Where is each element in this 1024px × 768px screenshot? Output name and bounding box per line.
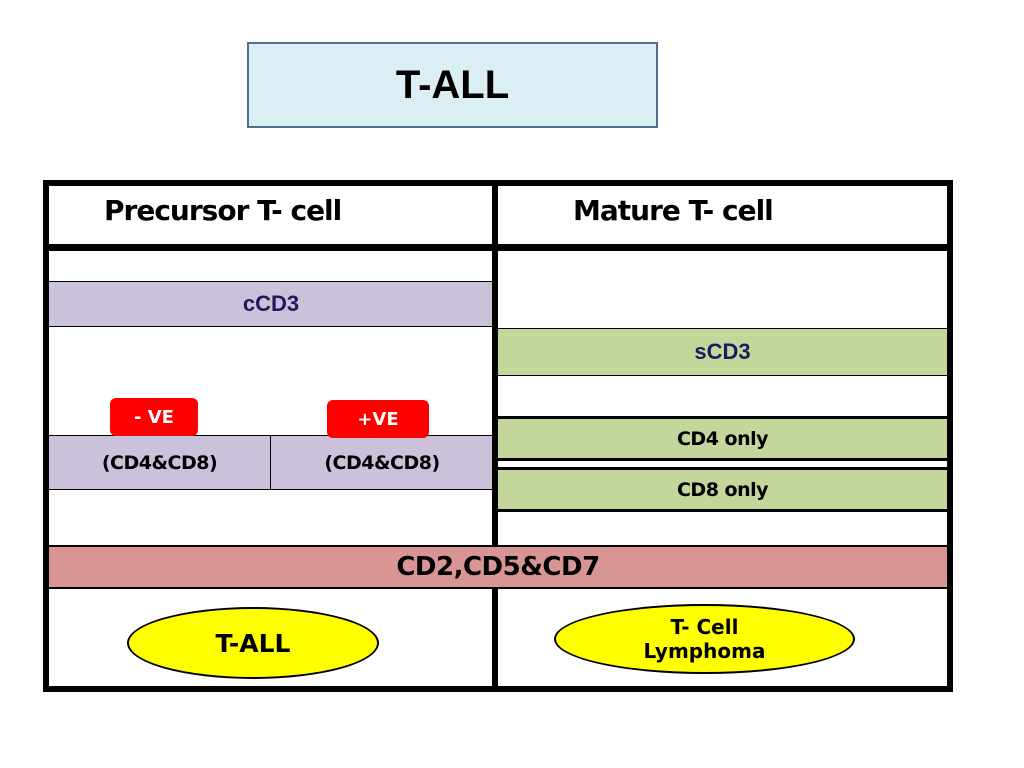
outcome-lymphoma-line1: T- Cell bbox=[670, 615, 739, 639]
outcome-t-all: T-ALL bbox=[127, 607, 379, 679]
column-divider-bottom bbox=[492, 589, 498, 692]
outcome-lymphoma-line2: Lymphoma bbox=[643, 639, 766, 663]
ccd3-band: cCD3 bbox=[49, 281, 493, 327]
cd8-only-band: CD8 only bbox=[498, 467, 947, 512]
positive-badge: +VE bbox=[327, 400, 429, 438]
classification-table-frame bbox=[43, 180, 953, 692]
cd4-cd8-positive-cell: (CD4&CD8) bbox=[271, 435, 493, 490]
outcome-t-cell-lymphoma: T- Cell Lymphoma bbox=[554, 604, 855, 674]
cd4-cd8-negative-cell: (CD4&CD8) bbox=[49, 435, 271, 490]
cd4-only-band: CD4 only bbox=[498, 416, 947, 461]
diagram-title: T-ALL bbox=[247, 42, 658, 128]
header-precursor-t-cell: Precursor T- cell bbox=[104, 194, 342, 227]
negative-badge: - VE bbox=[110, 398, 198, 436]
column-divider-top bbox=[492, 180, 498, 545]
outcome-t-all-label: T-ALL bbox=[215, 628, 291, 658]
header-mature-t-cell: Mature T- cell bbox=[573, 194, 774, 227]
cd2-cd5-cd7-band: CD2,CD5&CD7 bbox=[49, 545, 947, 589]
header-divider bbox=[43, 244, 953, 251]
scd3-band: sCD3 bbox=[498, 328, 947, 376]
